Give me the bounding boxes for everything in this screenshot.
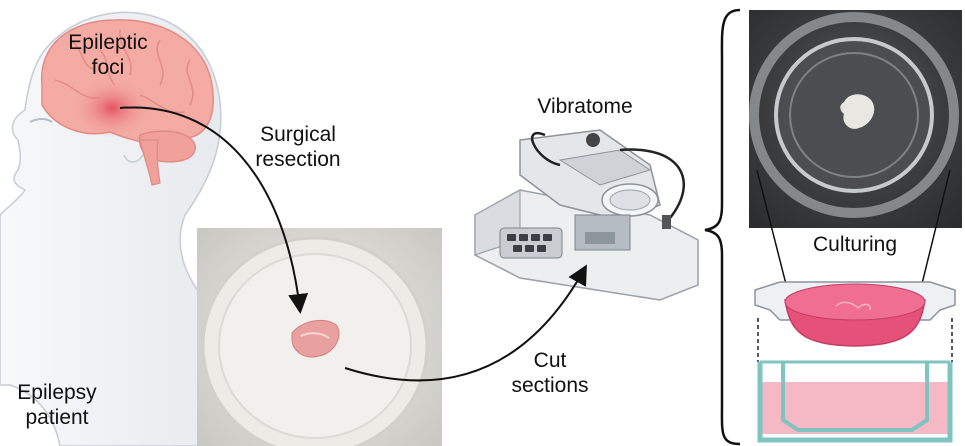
- cut-sections-label: Cut sections: [500, 348, 600, 398]
- epilepsy-patient-label: Epilepsy patient: [2, 380, 112, 430]
- surgical-resection-label: Surgical resection: [243, 122, 353, 172]
- epileptic-foci-label: Epileptic foci: [58, 30, 158, 80]
- culturing-label: Culturing: [800, 232, 910, 257]
- curly-brace-icon: [705, 10, 740, 444]
- vibratome-label: Vibratome: [525, 94, 645, 119]
